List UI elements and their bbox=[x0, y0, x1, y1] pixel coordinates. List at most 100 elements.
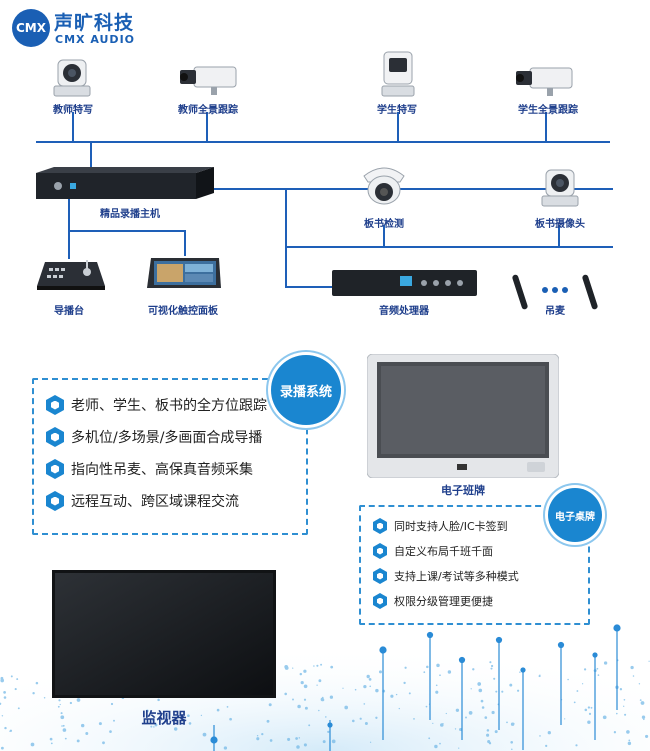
class-board-label: 电子班牌 bbox=[441, 484, 485, 497]
brand-logo: CMX bbox=[12, 9, 50, 47]
background-dot bbox=[511, 748, 513, 750]
background-dot bbox=[329, 695, 334, 699]
background-dot bbox=[398, 707, 400, 710]
background-dot bbox=[303, 684, 308, 689]
background-dot bbox=[623, 705, 625, 707]
background-dot bbox=[639, 699, 642, 701]
background-dot bbox=[80, 723, 85, 728]
ptz-camera-student-icon bbox=[381, 51, 415, 97]
background-dot bbox=[50, 742, 53, 745]
background-dot bbox=[85, 732, 89, 735]
background-dot bbox=[268, 703, 272, 707]
background-dot bbox=[434, 744, 438, 749]
background-dot bbox=[153, 726, 155, 728]
background-dot bbox=[378, 670, 383, 674]
background-dot bbox=[428, 737, 431, 740]
host-down-line bbox=[68, 199, 70, 259]
background-dot bbox=[583, 668, 587, 671]
hexagon-bullet-icon bbox=[373, 543, 387, 559]
ptz-camera-icon bbox=[53, 59, 91, 97]
class-board-panel bbox=[359, 505, 590, 625]
background-dot bbox=[404, 666, 407, 669]
recording-system-panel bbox=[32, 378, 308, 535]
background-dot bbox=[632, 675, 635, 677]
background-dot bbox=[325, 716, 327, 718]
background-dot bbox=[375, 688, 379, 693]
background-dot bbox=[447, 670, 452, 674]
brand-badge-text: CMX bbox=[16, 21, 46, 35]
background-dot bbox=[154, 723, 158, 727]
background-dot bbox=[581, 683, 584, 685]
background-dot bbox=[619, 688, 623, 691]
background-dot bbox=[506, 721, 508, 724]
hexagon-bullet-icon bbox=[46, 491, 64, 511]
background-dot bbox=[439, 742, 441, 745]
class-board-device-icon bbox=[367, 354, 559, 478]
hexagon-bullet-icon bbox=[373, 593, 387, 609]
background-dot bbox=[292, 698, 294, 701]
background-dot bbox=[3, 696, 7, 699]
dome-camera-icon bbox=[363, 167, 405, 205]
background-dot bbox=[602, 715, 607, 720]
recording-feature: 老师、学生、板书的全方位跟踪 bbox=[46, 395, 267, 415]
background-dot bbox=[408, 692, 411, 695]
background-dot bbox=[303, 698, 307, 701]
background-dot bbox=[223, 746, 228, 750]
background-dot bbox=[440, 723, 444, 727]
class-board-badge-text: 电子桌牌 bbox=[555, 511, 595, 523]
host-label: 精品录播主机 bbox=[100, 209, 160, 220]
background-dot bbox=[501, 690, 504, 693]
hanging-mic-icon bbox=[512, 274, 598, 310]
background-dot bbox=[59, 703, 61, 706]
touch-panel-label: 可视化触控面板 bbox=[148, 306, 218, 317]
background-dot bbox=[478, 688, 483, 693]
hexagon-bullet-icon bbox=[46, 427, 64, 447]
host-right-line bbox=[213, 188, 613, 190]
background-dot bbox=[318, 679, 322, 683]
background-dot bbox=[432, 722, 434, 725]
background-dot bbox=[477, 682, 482, 686]
background-dot bbox=[308, 724, 311, 727]
background-dot bbox=[151, 719, 154, 722]
background-dot bbox=[465, 716, 467, 719]
background-dot bbox=[366, 674, 370, 679]
background-dot bbox=[547, 731, 551, 735]
background-dot bbox=[110, 702, 114, 706]
background-dot bbox=[458, 747, 460, 749]
background-dot bbox=[587, 706, 591, 709]
camera-label: 教师特写 bbox=[53, 105, 93, 116]
background-dot bbox=[69, 701, 73, 705]
background-dot bbox=[573, 701, 576, 704]
background-dot bbox=[269, 739, 273, 742]
recording-badge-text: 录播系统 bbox=[279, 384, 332, 400]
background-dot bbox=[375, 716, 378, 719]
background-dot bbox=[330, 665, 334, 669]
background-dot bbox=[4, 726, 7, 730]
background-dot bbox=[584, 708, 588, 712]
background-dot bbox=[425, 705, 428, 708]
background-dot bbox=[58, 699, 61, 702]
background-dot bbox=[287, 737, 291, 741]
background-dot bbox=[9, 730, 11, 732]
background-dot bbox=[304, 706, 308, 710]
board-detect-drop bbox=[383, 225, 385, 248]
class-board-feature: 自定义布局千班千面 bbox=[373, 543, 493, 559]
recording-feature: 远程互动、跨区域课程交流 bbox=[46, 491, 239, 511]
background-dot bbox=[363, 684, 367, 689]
background-dot bbox=[638, 683, 641, 685]
audio-processor-icon bbox=[332, 270, 477, 296]
background-dot bbox=[256, 737, 260, 741]
background-dot bbox=[587, 720, 591, 724]
camera-label: 教师全景跟踪 bbox=[178, 105, 238, 116]
background-dot bbox=[510, 722, 515, 726]
background-dot bbox=[628, 739, 631, 742]
background-dot bbox=[364, 722, 368, 725]
background-dot bbox=[150, 725, 153, 728]
background-dot bbox=[493, 677, 496, 680]
background-dot bbox=[640, 701, 645, 705]
background-dot bbox=[322, 740, 326, 744]
hexagon-bullet-icon bbox=[373, 568, 387, 584]
background-dot bbox=[484, 716, 488, 719]
background-dot bbox=[1, 715, 4, 717]
background-dot bbox=[303, 669, 307, 673]
